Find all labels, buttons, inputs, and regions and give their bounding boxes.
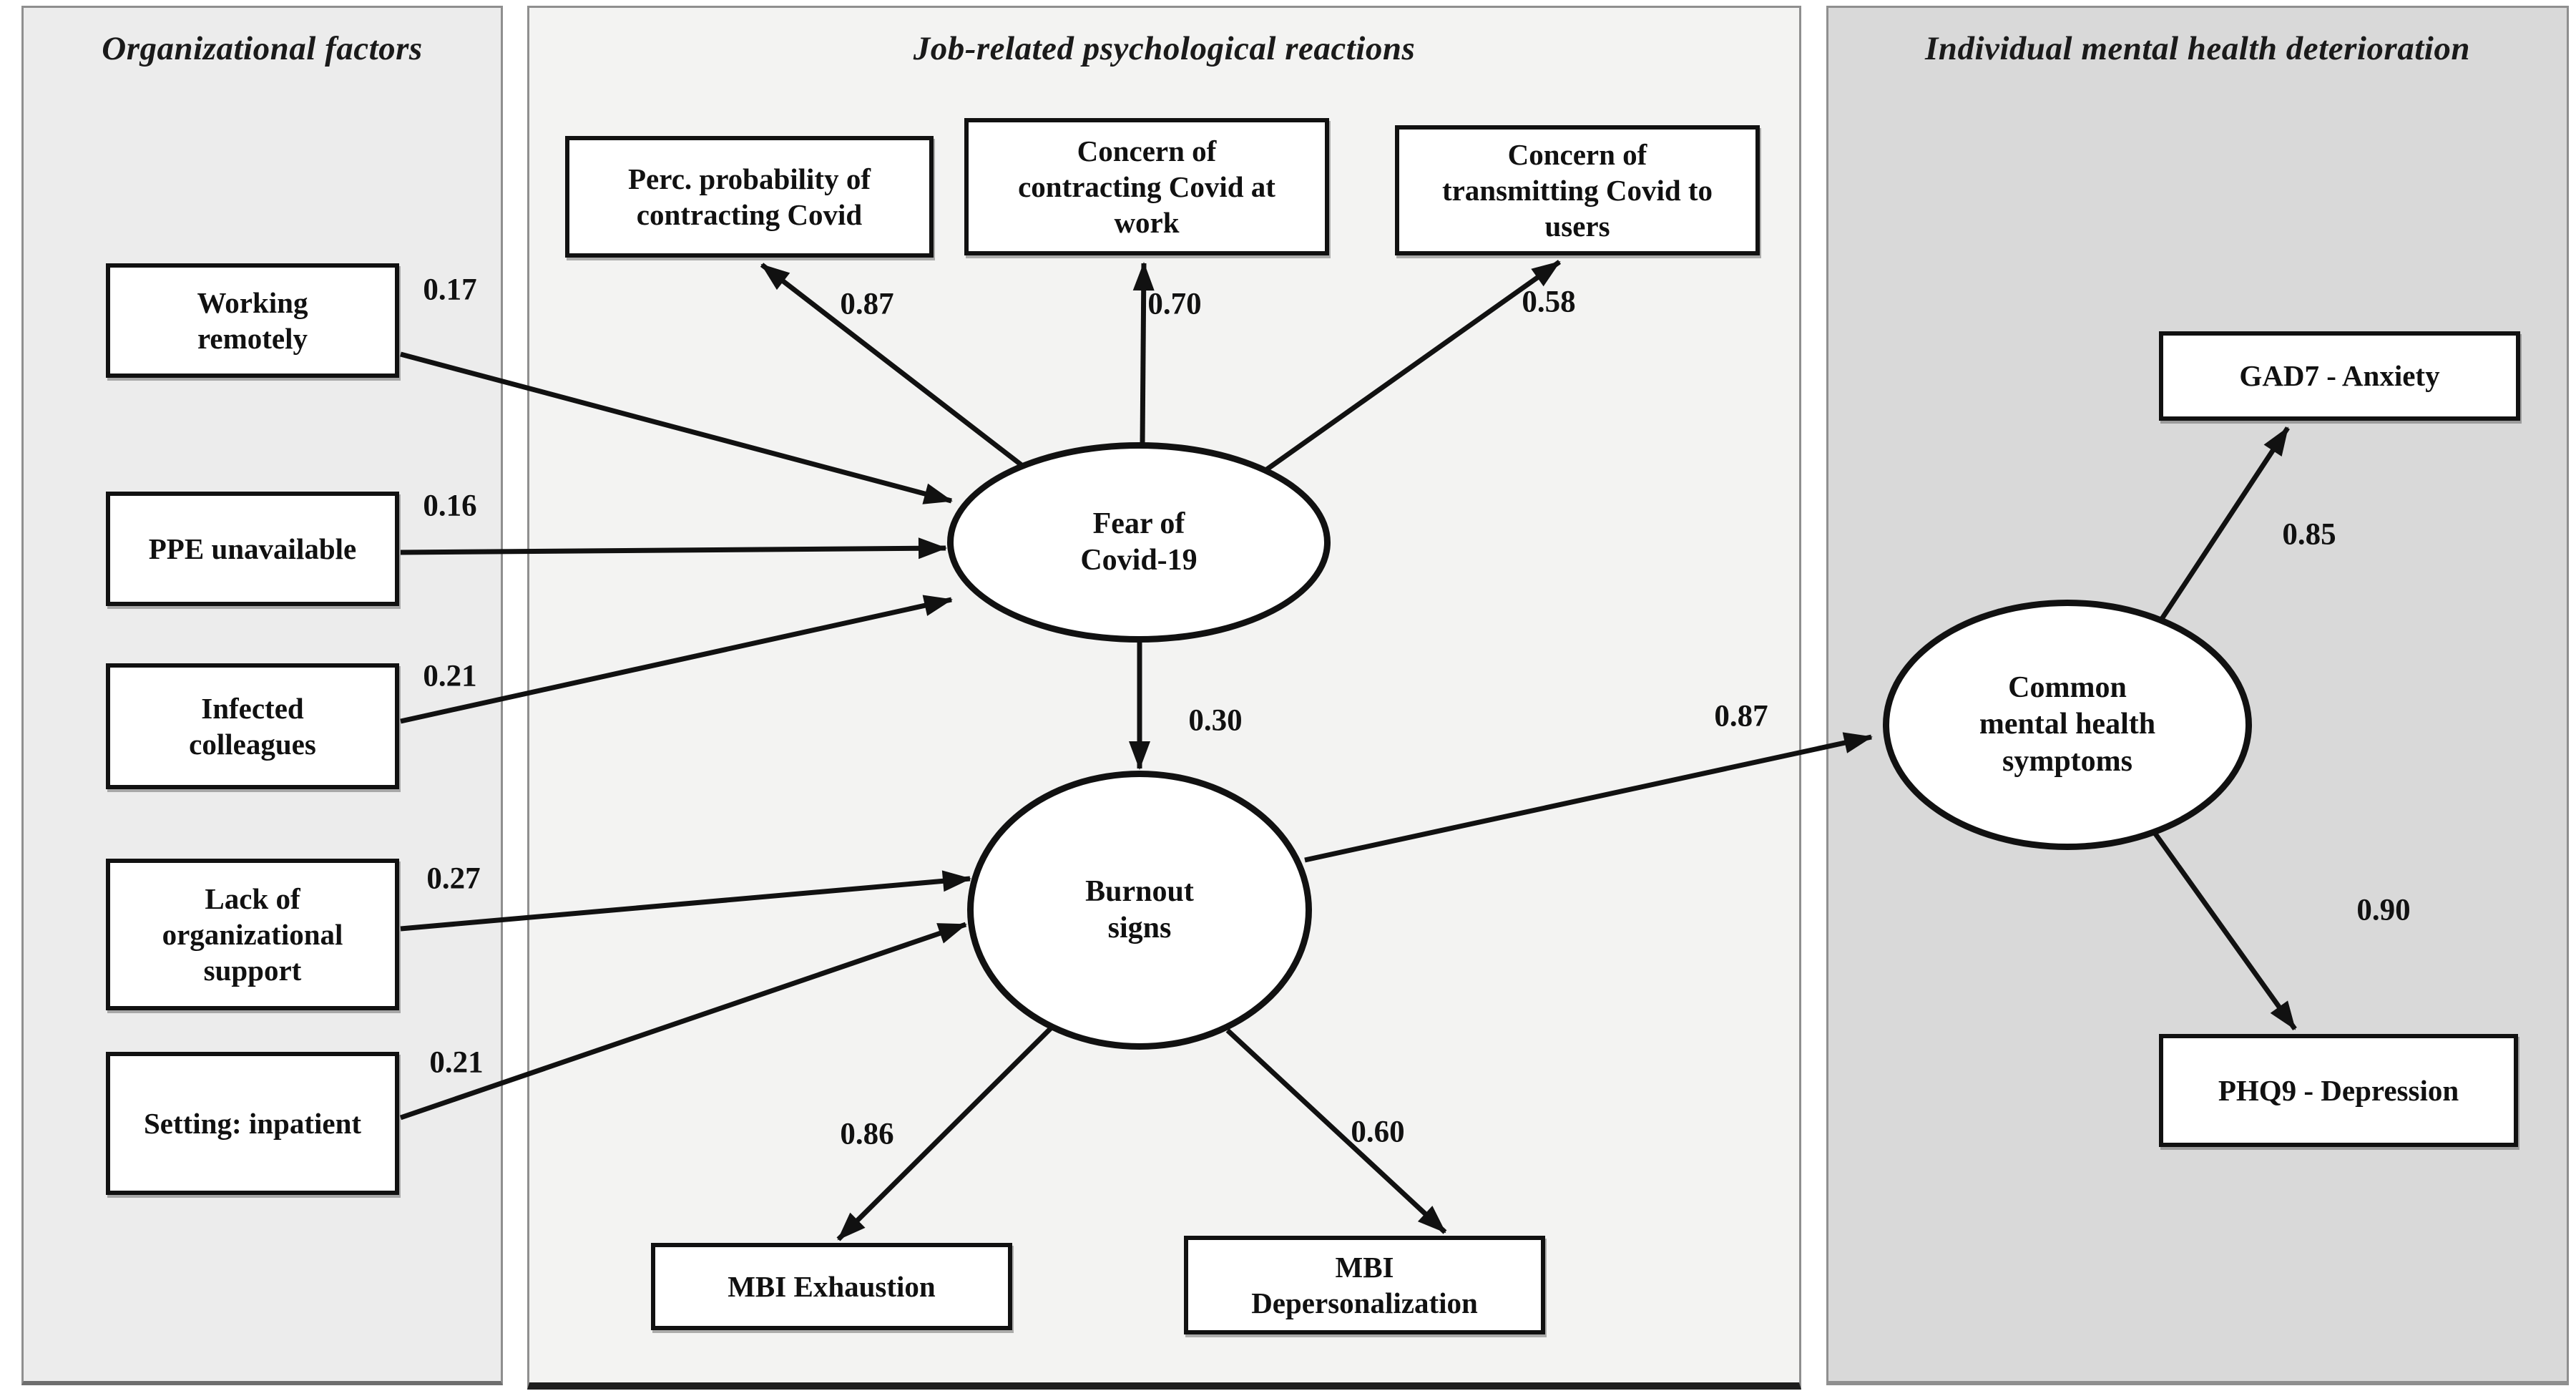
- node-fear-of-covid: Fear of Covid-19: [947, 442, 1331, 643]
- node-setting-inpatient: Setting: inpatient: [106, 1052, 399, 1195]
- coef-lack-to-burnout: 0.27: [426, 861, 481, 896]
- coef-fear-to-perc: 0.87: [840, 287, 894, 321]
- coef-burnout-to-common: 0.87: [1714, 699, 1768, 733]
- arrow-lack-to-burnout: [400, 870, 971, 932]
- coef-infected-to-fear: 0.21: [423, 659, 477, 693]
- node-concern-transmitting-users: Concern of transmitting Covid to users: [1395, 125, 1760, 255]
- node-infected-colleagues: Infected colleagues: [106, 663, 399, 789]
- node-perc-probability-contracting: Perc. probability of contracting Covid: [565, 136, 934, 258]
- panel-title-organizational: Organizational factors: [102, 30, 423, 67]
- coef-fear-to-burnout: 0.30: [1188, 703, 1243, 738]
- coef-ppe-to-fear: 0.16: [423, 489, 477, 523]
- arrow-common-to-gad7: [2153, 426, 2290, 631]
- coef-common-to-phq9: 0.90: [2356, 893, 2411, 927]
- arrow-burnout-to-common: [1304, 732, 1873, 863]
- arrow-burnout-to-depersonalization: [1225, 1028, 1447, 1234]
- node-ppe-unavailable: PPE unavailable: [106, 492, 399, 606]
- coef-burnout-to-exhaustion: 0.86: [840, 1117, 894, 1151]
- node-common-mental-health-symptoms: Common mental health symptoms: [1883, 600, 2252, 850]
- arrow-fear-to-perc: [760, 263, 1027, 469]
- arrow-burnout-to-exhaustion: [836, 1025, 1054, 1241]
- node-concern-contracting-work: Concern of contracting Covid at work: [964, 118, 1329, 255]
- coef-fear-to-concern-work: 0.70: [1147, 287, 1202, 321]
- coef-burnout-to-depersonalization: 0.60: [1351, 1115, 1405, 1149]
- node-gad7-anxiety: GAD7 - Anxiety: [2159, 331, 2520, 421]
- arrow-setting-to-burnout: [399, 922, 967, 1121]
- arrow-fear-to-concern-work: [1132, 262, 1155, 446]
- node-working-remotely: Working remotely: [106, 263, 399, 378]
- node-lack-organizational-support: Lack of organizational support: [106, 859, 399, 1010]
- node-phq9-depression: PHQ9 - Depression: [2159, 1034, 2518, 1147]
- arrow-fear-to-concern-users: [1263, 260, 1562, 473]
- coef-setting-to-burnout: 0.21: [429, 1045, 484, 1080]
- arrow-infected-to-fear: [400, 595, 953, 724]
- arrow-working-to-fear: [400, 351, 953, 504]
- panel-title-individual: Individual mental health deterioration: [1925, 30, 2470, 67]
- coef-common-to-gad7: 0.85: [2282, 517, 2336, 552]
- arrow-ppe-to-fear: [400, 537, 947, 560]
- coef-working-to-fear: 0.17: [423, 273, 477, 307]
- coef-fear-to-concern-users: 0.58: [1522, 285, 1576, 319]
- node-mbi-exhaustion: MBI Exhaustion: [651, 1243, 1012, 1330]
- node-burnout-signs: Burnout signs: [967, 771, 1312, 1050]
- node-mbi-depersonalization: MBI Depersonalization: [1184, 1236, 1545, 1334]
- arrow-common-to-phq9: [2145, 821, 2297, 1031]
- panel-title-job: Job-related psychological reactions: [913, 30, 1416, 67]
